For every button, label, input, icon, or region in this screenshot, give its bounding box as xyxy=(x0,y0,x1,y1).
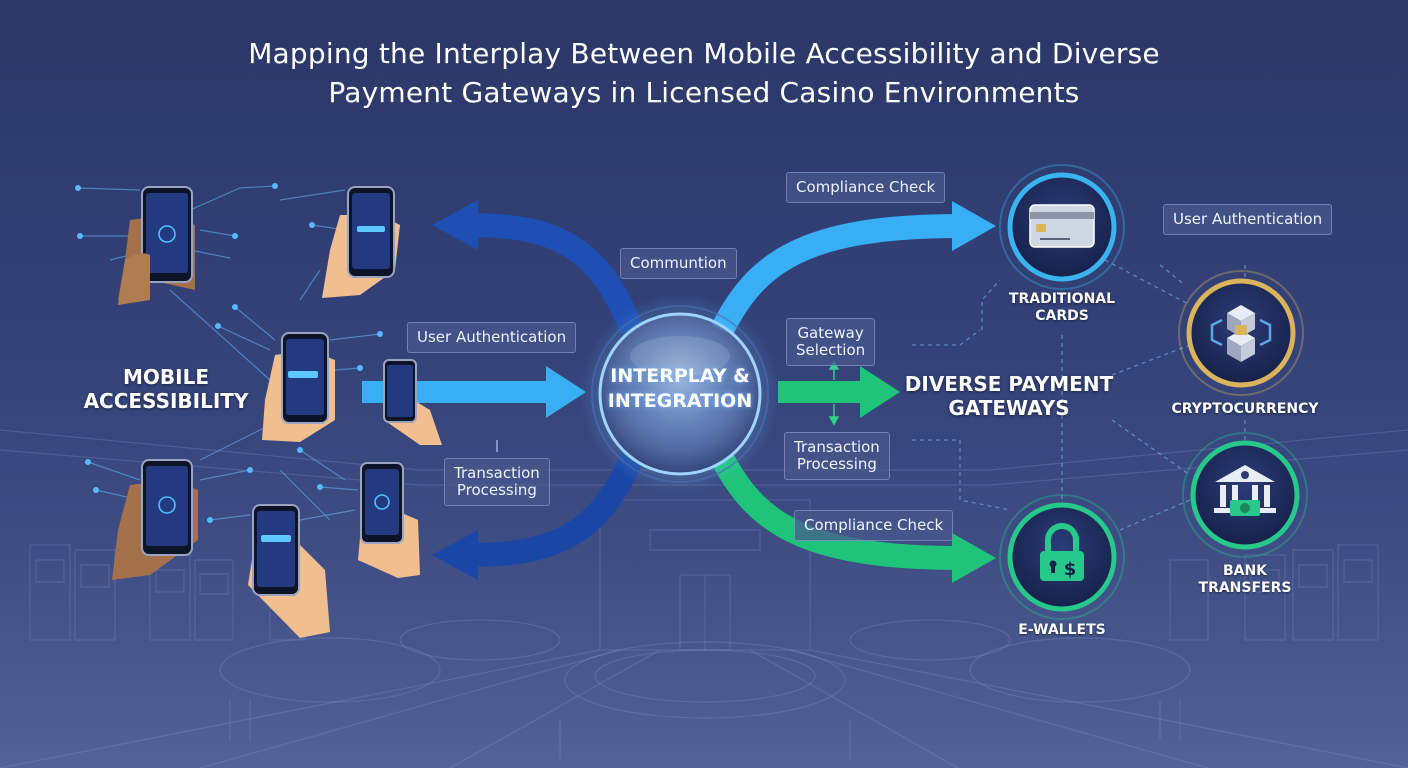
tag-transaction-processing-left: Transaction Processing xyxy=(444,458,550,506)
node-traditional-cards xyxy=(999,164,1125,290)
tag-compliance-check-top: Compliance Check xyxy=(786,172,946,203)
phone-icon xyxy=(112,459,198,580)
mobile-accessibility-label: MOBILE ACCESSIBILITY xyxy=(83,365,249,413)
credit-card-icon xyxy=(1029,204,1095,248)
tag-user-authentication-left: User Authentication xyxy=(407,322,577,353)
phone-icon xyxy=(118,186,195,305)
right-network-lines xyxy=(912,259,1246,531)
tag-gateway-selection: Gateway Selection xyxy=(786,318,876,366)
label-cryptocurrency: CRYPTOCURRENCY xyxy=(1171,401,1319,417)
arrowhead-core-to-gateways xyxy=(860,366,900,418)
phone-icon xyxy=(248,504,330,638)
central-orb xyxy=(580,294,780,494)
interplay-integration-label: INTERPLAY & INTEGRATION xyxy=(607,365,753,412)
title-line-1: Mapping the Interplay Between Mobile Acc… xyxy=(248,37,1160,70)
tag-user-authentication-right: User Authentication xyxy=(1163,204,1333,235)
phone-icon xyxy=(322,186,400,298)
arrowhead-mobile-to-core xyxy=(546,366,586,418)
left-network-dots xyxy=(75,183,383,523)
phones-group xyxy=(112,186,442,638)
tag-transaction-processing-mid: Transaction Processing xyxy=(784,432,890,480)
tag-compliance-check-bottom: Compliance Check xyxy=(794,510,954,541)
phone-icon xyxy=(383,359,442,445)
phone-icon xyxy=(358,462,420,578)
svg-text:$: $ xyxy=(1064,559,1077,580)
title-line-2: Payment Gateways in Licensed Casino Envi… xyxy=(328,76,1080,109)
label-bank-transfers: BANK TRANSFERS xyxy=(1198,563,1292,596)
arrow-to-bottom-right xyxy=(711,452,961,570)
tag-communtion: Communtion xyxy=(620,248,737,279)
node-bank-transfers xyxy=(1182,432,1308,558)
page-title: Mapping the Interplay Between Mobile Acc… xyxy=(0,34,1408,112)
arrowhead-bottom-left xyxy=(432,530,478,580)
node-e-wallets: $ xyxy=(999,494,1125,620)
arrowhead-top-right xyxy=(952,201,996,251)
label-traditional-cards: TRADITIONAL CARDS xyxy=(1008,291,1116,324)
label-e-wallets: E-WALLETS xyxy=(1018,622,1106,638)
left-network-lines xyxy=(77,185,381,521)
diverse-payment-gateways-label: DIVERSE PAYMENT GATEWAYS xyxy=(904,372,1114,420)
bank-icon xyxy=(1214,465,1276,516)
blockchain-icon xyxy=(1210,305,1272,362)
node-cryptocurrency xyxy=(1178,270,1304,396)
phone-icon xyxy=(262,332,335,442)
arrowhead-bottom-right xyxy=(952,533,996,583)
arrow-to-bottom-left xyxy=(469,453,643,567)
arrow-to-top-left xyxy=(469,213,644,335)
arrowhead-top-left xyxy=(432,200,478,250)
lock-dollar-icon: $ xyxy=(1040,523,1084,581)
arrow-to-top-right xyxy=(711,214,961,336)
